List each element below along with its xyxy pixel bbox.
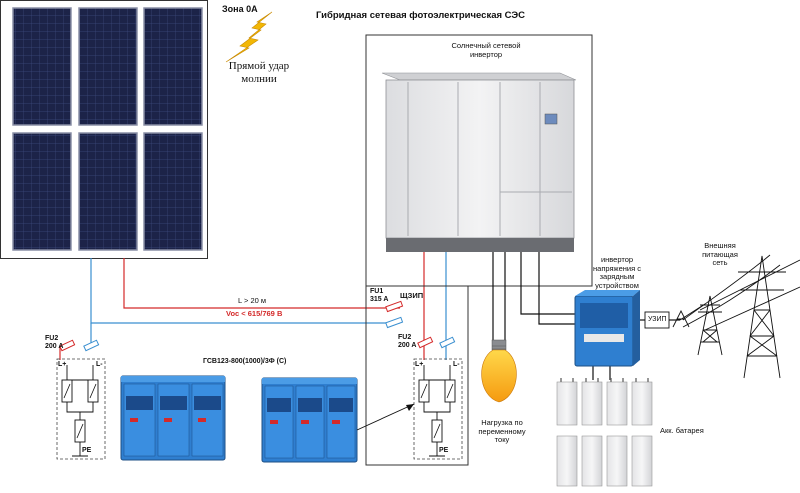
fu2-left-label-text: FU2 [45,335,59,342]
grid-label-line3: сеть [712,258,728,268]
pointer-arrowhead [406,404,414,411]
lightning-bolt-icon [225,11,273,63]
battery-label: Акк. батарея [660,426,704,435]
inverter-label-line1: Солнечный сетевой [451,41,521,50]
inverter-label: Солнечный сетевой инвертор [438,41,534,59]
load-label-line3: току [494,435,510,445]
inverter-label-line2: инвертор [469,49,503,59]
battery-bank [556,378,653,487]
pe-right-label: PE [439,447,449,454]
fuse-fu2-right [417,336,456,349]
light-bulb-icon [481,339,517,403]
spd-model-label: ГСВ123-800(1000)/3Ф (С) [203,358,287,365]
shchzip-label: ЩЗИП [400,291,424,300]
load-label: Нагрузка по переменному току [466,418,538,445]
lightning-label-line2: молнии [241,72,277,85]
charger-inverter [574,290,640,367]
fu1-label: FU1 315 A [370,288,388,304]
lightning-label: Прямой удар молнии [218,60,300,85]
grid-label: Внешняя питающая сеть [690,241,750,268]
fu1-label-text: FU1 [370,288,384,295]
zone-label: Зона 0А [222,4,258,14]
charger-label-line1: инвертор [600,255,634,264]
load-label-line1: Нагрузка по [481,418,523,427]
charger-label: инвертор напряжения с зарядным устройств… [582,255,652,291]
fu1-rating: 315 A [370,296,389,304]
lminus-right-label: L- [453,361,460,368]
spd-device-1 [120,375,226,461]
fu2-right-label-text: FU2 [398,334,412,341]
solar-inverter-cabinet [381,72,577,252]
distance-label: L > 20 м [238,296,267,305]
spd-schematic-right [413,358,463,460]
fuse-fu2-left [59,339,100,352]
uzip-label: УЗИП [648,316,667,323]
charger-label-line4: устройством [595,280,639,290]
fuse-fu1 [385,300,404,329]
grid-label-line2: питающая [702,249,738,259]
spd-device-2 [261,377,358,463]
ac-wiring [492,252,680,380]
solar-panel-array [0,0,208,259]
power-line-towers [672,254,800,379]
charger-label-line3: зарядным [599,272,635,282]
uzip-box [644,311,670,329]
inverter-frame [365,34,593,287]
lplus-right-label: L+ [415,361,424,368]
load-label-line2: переменному [478,426,526,436]
fu2-left-rating: 200 A [45,343,64,351]
fu2-right-label: FU2 200 A [398,334,416,350]
pe-left-label: PE [82,447,92,454]
spd-schematic-left [56,358,106,460]
lminus-left-label: L- [96,361,103,368]
fu2-right-rating: 200 A [398,342,417,350]
lightning-label-line1: Прямой удар [228,60,290,72]
pointer-arrow [356,403,415,431]
lplus-left-label: L+ [58,361,67,368]
diagram-title: Гибридная сетевая фотоэлектрическая СЭС [316,10,526,21]
fu2-left-label: FU2 200 A [45,335,63,351]
voltage-label: Voc < 615/769 В [226,309,283,318]
shchzip-frame [365,285,469,466]
grid-label-line1: Внешняя [704,241,736,250]
charger-label-line2: напряжения с [593,263,641,273]
